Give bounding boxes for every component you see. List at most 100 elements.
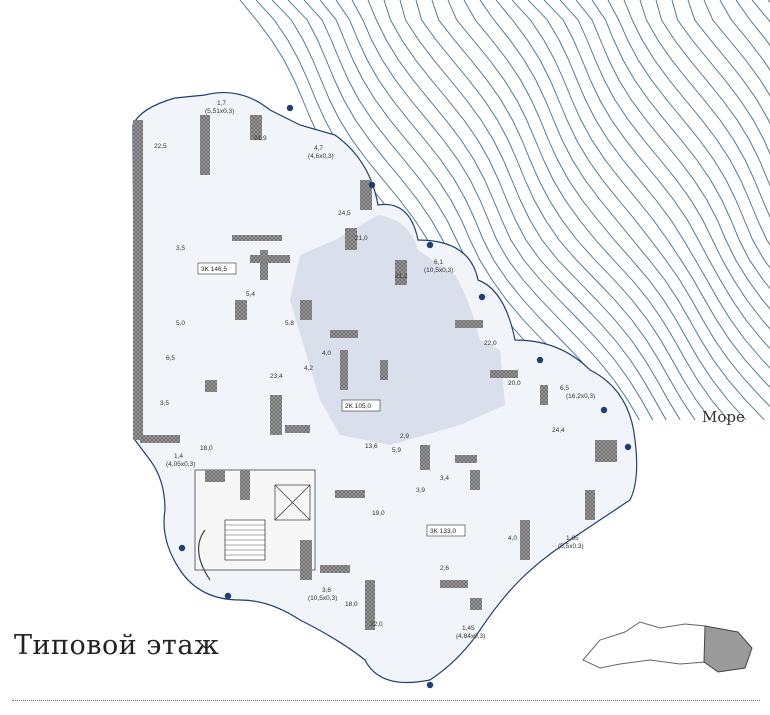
wall-segment — [250, 115, 262, 140]
sea-wave-line — [591, 0, 770, 290]
sea-wave-line — [495, 0, 770, 408]
window-marker — [478, 293, 486, 301]
room-area-label: 13,6 — [365, 443, 378, 450]
wall-segment — [365, 580, 375, 630]
wall-segment — [300, 300, 312, 320]
room-area-label: 4,0 — [322, 350, 331, 357]
sea-label: Море — [702, 408, 745, 426]
wall-segment — [595, 440, 617, 462]
window-marker — [426, 241, 434, 249]
sea-wave-line — [559, 0, 770, 330]
window-marker — [178, 544, 186, 552]
wall-segment — [270, 395, 282, 435]
wall-segment — [470, 598, 482, 610]
wall-segment — [395, 260, 407, 285]
wall-segment — [490, 370, 518, 378]
key-plan — [582, 621, 753, 673]
sea-wave-line — [671, 0, 770, 155]
wall-segment — [380, 360, 388, 380]
room-area-label: (5,5x0,3) — [558, 543, 584, 550]
room-area-label: 18,0 — [200, 445, 213, 452]
wall-segment — [340, 350, 348, 390]
sea-wave-line — [639, 0, 770, 219]
room-area-label: 5,8 — [285, 320, 294, 327]
room-area-label: 4,2 — [304, 365, 313, 372]
sea-wave-line — [463, 0, 747, 421]
apartment-label: 3K 133,0 — [430, 528, 456, 535]
room-area-label: 19,0 — [372, 510, 385, 517]
wall-segment — [330, 330, 358, 338]
sea-wave-lines — [239, 0, 770, 421]
room-area-label: 24,4 — [552, 427, 565, 434]
sea-wave-line — [543, 0, 770, 350]
room-area-label: 3,5 — [160, 400, 169, 407]
wall-segment — [250, 255, 290, 263]
room-area-label: 1,65 — [566, 535, 579, 542]
apartment-label: 3K 146,5 — [201, 266, 227, 273]
wall-segment — [360, 180, 372, 210]
wall-segment — [540, 385, 548, 405]
sea-wave-line — [383, 0, 667, 421]
room-area-label: 22,5 — [154, 143, 167, 150]
apartment-label: 2K 105,0 — [345, 403, 371, 410]
room-area-label: 1,7 — [217, 100, 226, 107]
room-area-label: 21,9 — [254, 135, 267, 142]
room-area-label: 2,9 — [400, 433, 409, 440]
room-area-label: (4,6x0,3) — [308, 153, 334, 160]
walls — [133, 115, 617, 630]
room-area-label: 20,0 — [508, 380, 521, 387]
sea-wave-line — [447, 0, 729, 421]
wall-segment — [240, 470, 250, 500]
room-area-label: 3,4 — [440, 475, 449, 482]
room-area-label: 3,6 — [322, 587, 331, 594]
room-area-label: 6,5 — [166, 355, 175, 362]
page-title: Типовой этаж — [14, 630, 220, 661]
window-marker — [600, 406, 608, 414]
room-area-label: (16,2x0,3) — [566, 393, 595, 400]
room-area-label: 23,4 — [270, 373, 283, 380]
sea-wave-line — [527, 0, 770, 369]
window-marker — [286, 104, 294, 112]
sea-wave-line — [335, 0, 627, 421]
room-area-label: 3,9 — [416, 487, 425, 494]
room-area-label: (4,84x0,3) — [456, 633, 485, 640]
sea-wave-line — [575, 0, 770, 310]
sea-wave-line — [399, 0, 681, 421]
wall-segment — [205, 470, 225, 482]
room-area-label: (10,5x0,3) — [424, 267, 453, 274]
wall-segment — [285, 425, 310, 433]
room-area-label: 18,0 — [345, 601, 358, 608]
sea-wave-line — [415, 0, 696, 421]
window-marker — [624, 443, 632, 451]
wall-segment — [585, 490, 595, 520]
bottom-divider — [12, 700, 760, 701]
room-area-label: 22,0 — [370, 621, 383, 628]
wall-segment — [235, 300, 247, 320]
room-area-label: 1,4 — [174, 453, 183, 460]
room-area-label: 6,5 — [560, 385, 569, 392]
wall-segment — [520, 520, 530, 560]
sea-wave-line — [655, 0, 770, 187]
room-area-label: 6,1 — [434, 259, 443, 266]
window-marker — [536, 356, 544, 364]
wall-segment — [335, 490, 365, 498]
wall-segment — [300, 540, 312, 580]
wall-segment — [140, 435, 180, 443]
room-area-label: 3,5 — [176, 245, 185, 252]
wall-segment — [133, 120, 143, 440]
apartment-labels: 3K 146,5 2K 105,0 3K 133,0 — [197, 262, 466, 537]
wall-segment — [455, 320, 483, 328]
room-labels: 1,7 (5,51x0,3) 22,5 21,9 4,7 (4,6x0,3) 2… — [154, 100, 595, 640]
sea-wave-line — [687, 0, 770, 125]
sea-wave-line — [703, 0, 770, 97]
room-area-label: 5,0 — [176, 320, 185, 327]
window-marker — [426, 681, 434, 689]
sea-wave-line — [479, 0, 765, 421]
wall-segment — [200, 115, 210, 175]
wall-segment — [320, 565, 350, 573]
stair-core — [194, 469, 316, 581]
sea-wave-line — [719, 0, 770, 71]
room-area-label: 21,2 — [395, 273, 408, 280]
window-marker — [224, 592, 232, 600]
